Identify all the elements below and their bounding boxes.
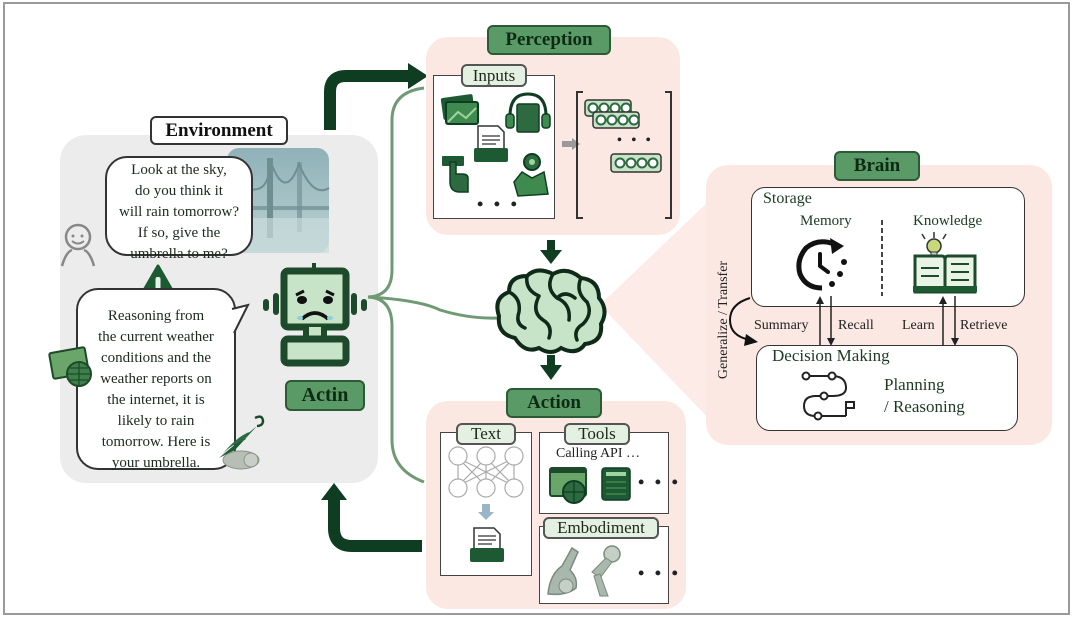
planning-label: Planning — [884, 375, 945, 394]
bubble-tail — [231, 303, 250, 334]
memory-label: Memory — [800, 213, 852, 229]
agent-robot-icon — [263, 263, 367, 367]
tools-more: • • • — [638, 472, 681, 492]
agent-bubble-line: likely to rain — [117, 413, 195, 429]
agent-bubble-line: your umbrella. — [111, 455, 201, 471]
to-perception-arrow-shaft — [324, 70, 412, 130]
text-document-icon — [470, 527, 504, 562]
down-arrow-icon — [478, 504, 494, 520]
embodiment-more: • • • — [638, 563, 681, 583]
agent-bubble-line: conditions and the — [101, 350, 211, 366]
text-generation-icons — [448, 446, 524, 562]
brain-to-action-arrowhead — [540, 365, 562, 380]
storage-divider — [881, 220, 883, 296]
robot-leg-icon — [591, 545, 621, 597]
document-input-icon — [474, 125, 508, 162]
decision-making-label: Decision Making — [772, 346, 890, 365]
user-avatar-icon — [60, 223, 96, 267]
agent-bubble-line: tomorrow. Here is — [101, 434, 211, 450]
recall-label: Recall — [838, 318, 874, 333]
storage-decision-arrows — [816, 296, 959, 346]
agent-bubble-line: Reasoning from — [107, 308, 205, 324]
agent-bubble-line: the internet, it is — [107, 392, 205, 408]
tool-icons — [549, 467, 631, 504]
to-environment-arrow-shaft — [328, 498, 422, 552]
left-bracket — [576, 91, 583, 219]
to-environment-arrowhead — [321, 483, 347, 500]
text-label: Text — [456, 423, 516, 445]
touch-input-icon — [442, 156, 469, 193]
web-api-icon — [549, 467, 587, 504]
inputs-more: • • • — [477, 194, 520, 214]
user-bubble-line: If so, give the — [137, 225, 221, 241]
embodiment-icons — [547, 545, 621, 597]
tools-label: Tools — [564, 423, 630, 445]
user-bubble-line: will rain tomorrow? — [119, 204, 239, 220]
embedding-vectors — [576, 91, 672, 219]
perception-to-brain-arrow-shaft — [547, 240, 555, 252]
generalize-arrow — [728, 297, 758, 346]
reasoning-label: / Reasoning — [884, 397, 965, 416]
knowledge-label: Knowledge — [913, 213, 983, 229]
calculator-icon — [601, 467, 631, 501]
robot-to-perception-line — [367, 86, 425, 299]
knowledge-book-icon — [913, 232, 977, 294]
retrieve-label: Retrieve — [960, 318, 1008, 333]
embedding-vector — [592, 111, 640, 129]
brain-label: Brain — [834, 151, 920, 181]
action-label: Action — [506, 388, 602, 418]
robot-to-action-line — [367, 295, 425, 484]
agent-speech-bubble: Reasoning from the current weather condi… — [76, 288, 236, 471]
neural-network-icon — [448, 446, 524, 498]
agent-label: Actin — [285, 380, 365, 411]
embodiment-label: Embodiment — [543, 517, 659, 539]
user-bubble-line: umbrella to me? — [130, 246, 228, 262]
embedding-vector — [610, 153, 662, 173]
calling-api-label: Calling API … — [556, 446, 641, 461]
web-browser-globe-icon — [48, 346, 92, 387]
audio-input-icon — [505, 92, 551, 133]
location-input-icon — [513, 153, 549, 197]
planning-path-icon — [801, 371, 855, 421]
decision-making-box — [756, 345, 1018, 431]
user-speech-bubble: Look at the sky, do you think it will ra… — [105, 156, 253, 262]
perception-label: Perception — [487, 25, 611, 55]
environment-label: Environment — [150, 116, 288, 145]
brain-to-action-arrow-shaft — [547, 355, 555, 367]
user-bubble-line: Look at the sky, — [131, 162, 227, 178]
umbrella-icon — [219, 415, 265, 470]
storage-label: Storage — [763, 190, 812, 207]
brain-icon — [495, 268, 607, 354]
to-perception-arrowhead — [408, 63, 428, 89]
agent-bubble-line: the current weather — [98, 329, 214, 345]
image-input-icon — [440, 94, 479, 125]
summary-label: Summary — [754, 318, 809, 333]
right-bracket — [665, 91, 672, 219]
inputs-label: Inputs — [461, 64, 527, 87]
agent-bubble-line: weather reports on — [100, 371, 212, 387]
memory-icon — [796, 238, 847, 291]
input-icons — [440, 92, 551, 197]
storage-box — [751, 187, 1025, 307]
user-bubble-line: do you think it — [135, 183, 223, 199]
robot-arm-icon — [547, 546, 579, 596]
perception-to-brain-arrowhead — [540, 250, 562, 264]
robot-to-brain-line — [367, 295, 498, 320]
embeddings-more: • • • — [617, 133, 654, 148]
learn-label: Learn — [902, 318, 935, 333]
